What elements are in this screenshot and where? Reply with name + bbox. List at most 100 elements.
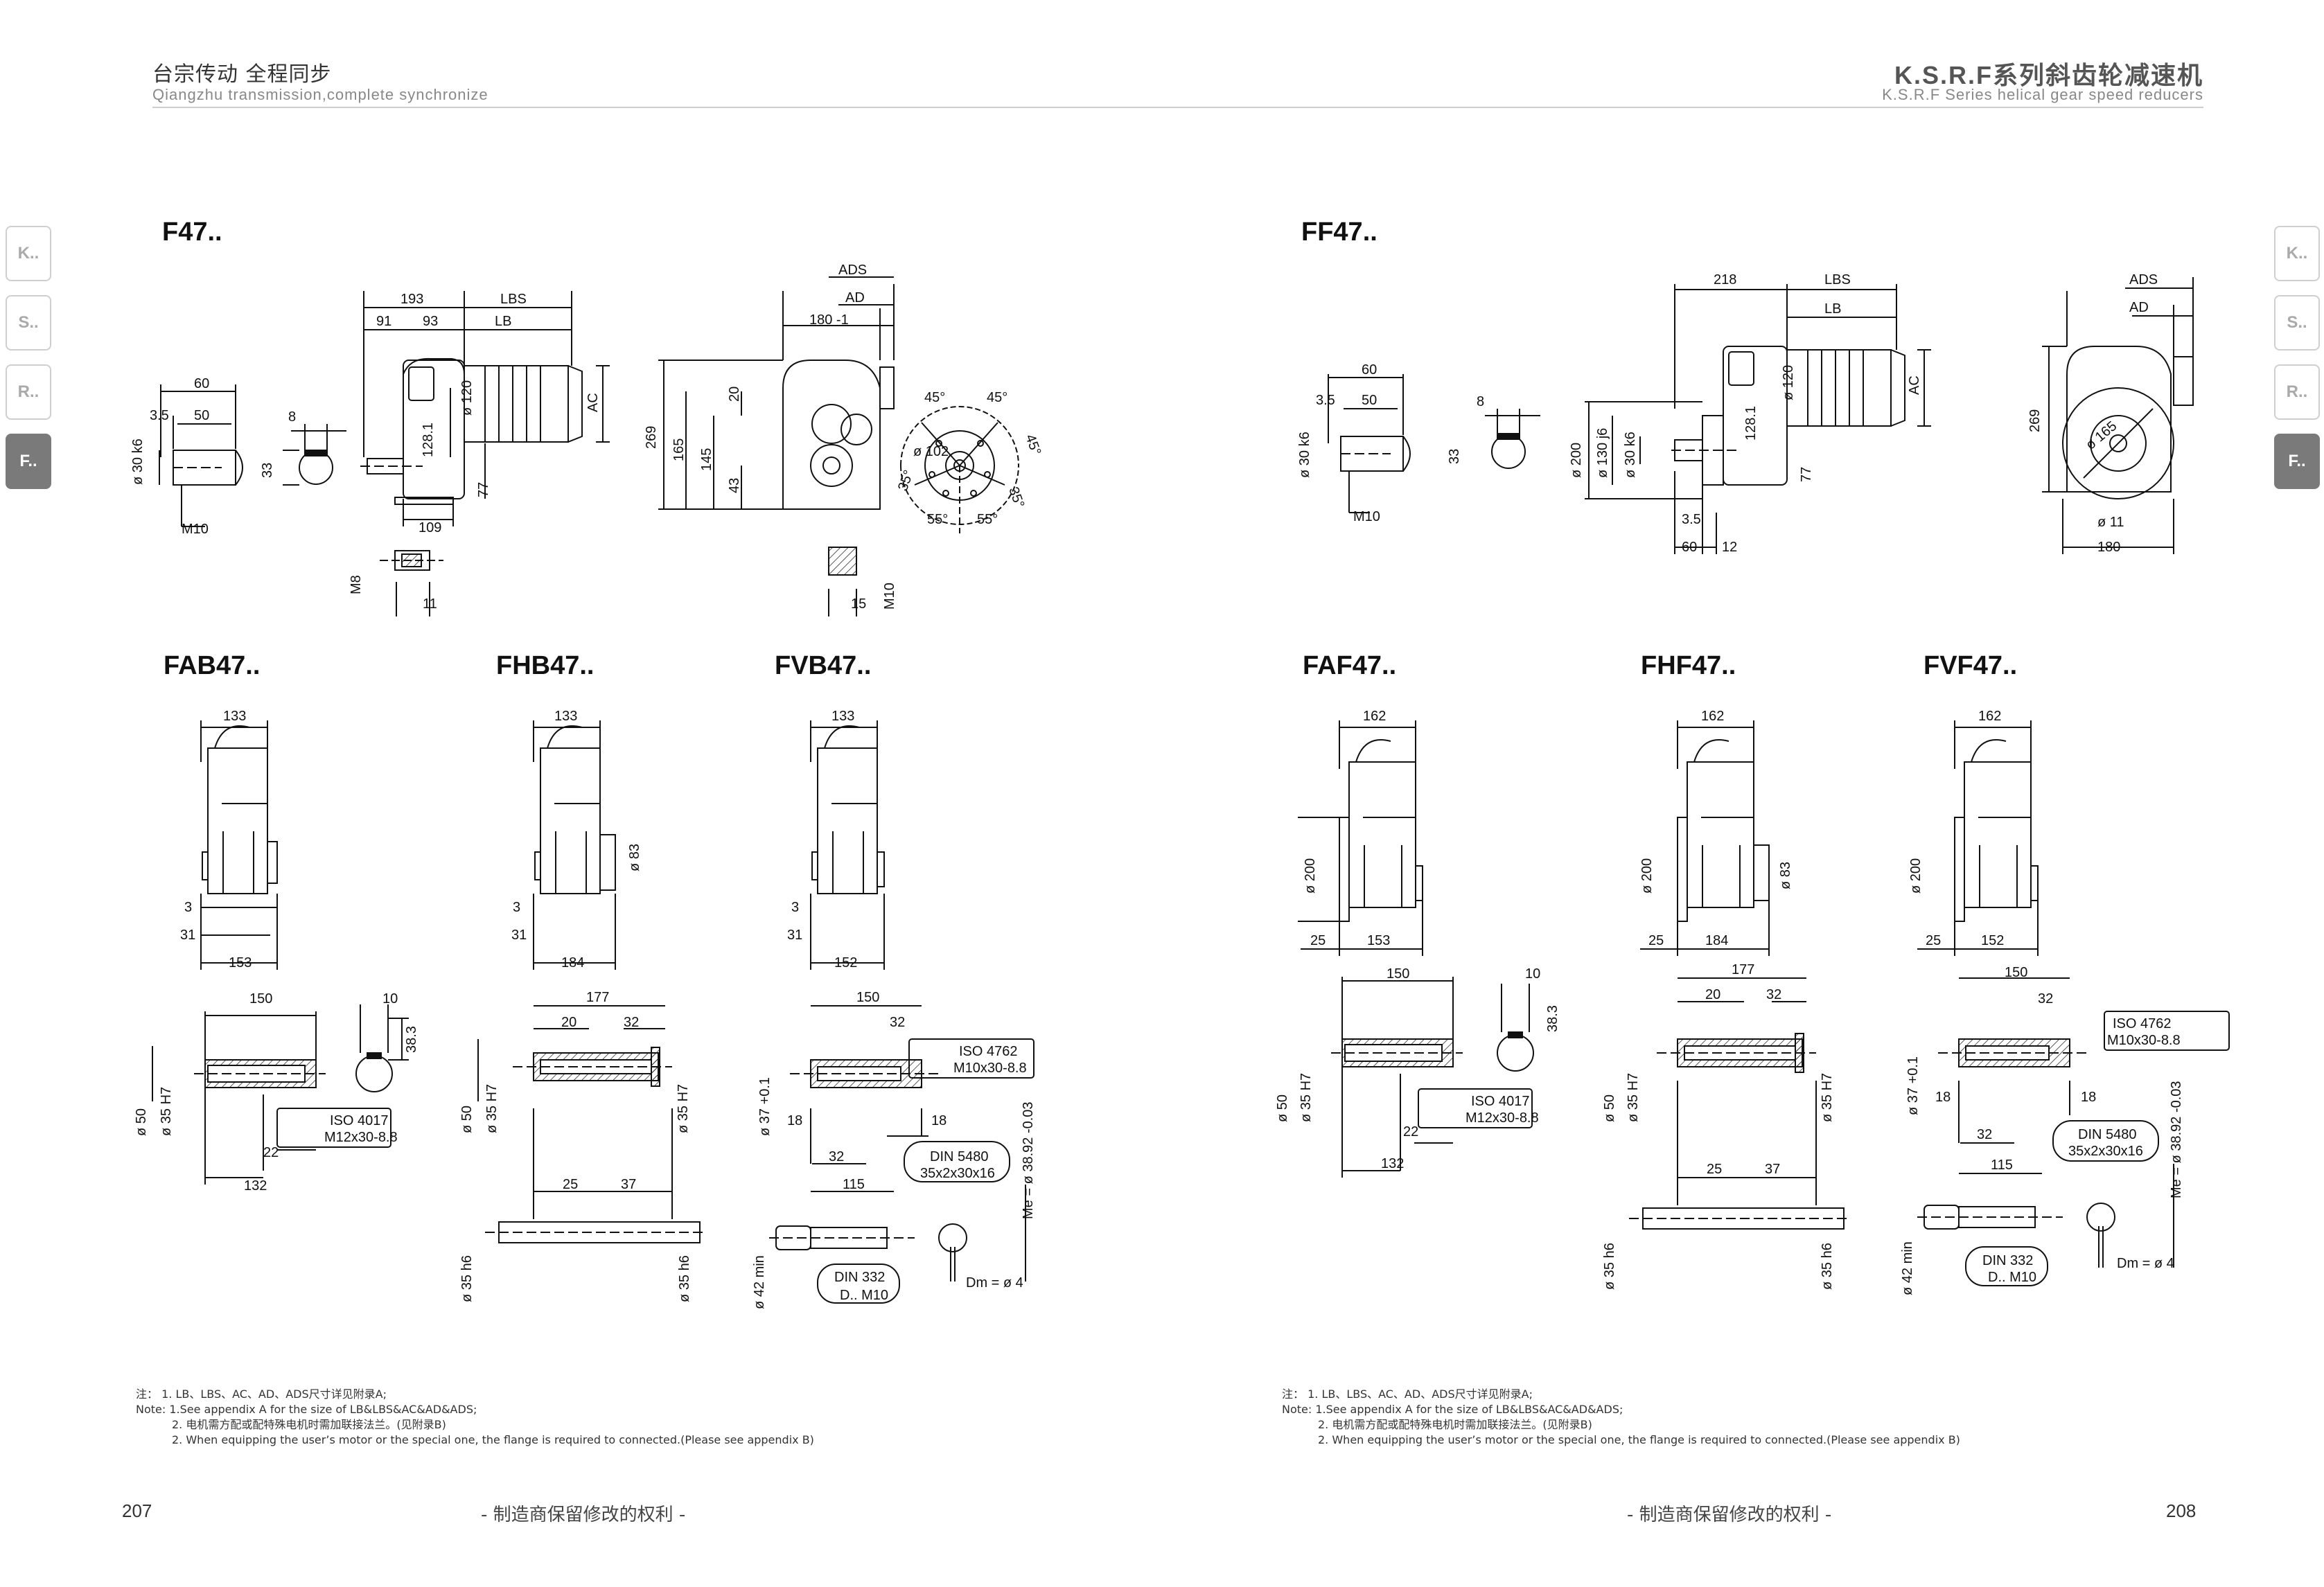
faf47-iso-line1: ISO 4017 <box>1471 1094 1530 1109</box>
fvb47-iso-line2: M10x30-8.8 <box>953 1061 1027 1076</box>
ff47-dim-8: 8 <box>1477 394 1484 409</box>
fhf47-dim-d35: ø 35 H7 <box>1626 1073 1641 1122</box>
fab47-dim-10: 10 <box>382 991 398 1007</box>
ff47-dim-d130: ø 130 j6 <box>1595 428 1610 478</box>
f47-angle-55b: 55° <box>977 512 998 527</box>
fhb47-dim-133: 133 <box>554 709 577 724</box>
fhb47-elevation <box>533 720 616 970</box>
f47-front-view <box>658 276 895 510</box>
faf47-dim-153: 153 <box>1367 933 1390 948</box>
fab47-dim-38-3: 38.3 <box>404 1026 419 1053</box>
f47-dim-77: 77 <box>476 482 491 497</box>
side-tab-s[interactable]: S.. <box>6 295 51 351</box>
fvf47-din-line1: DIN 5480 <box>2078 1127 2137 1142</box>
fhb47-dim-d35-right: ø 35 H7 <box>676 1084 691 1133</box>
note-line-1: 注： 1. LB、LBS、AC、AD、ADS尺寸详见附录A; <box>136 1387 387 1401</box>
model-title-f47: F47.. <box>162 218 222 247</box>
fhf47-dim-d50: ø 50 <box>1602 1094 1617 1122</box>
fvb47-dim-d37: ø 37 +0.1 <box>757 1077 773 1136</box>
ff47-dim-33: 33 <box>1447 449 1462 464</box>
fhb47-dim-37: 37 <box>621 1177 636 1192</box>
f47-dim-d102: ø 102 <box>913 444 949 459</box>
left-page-drawings: 60 50 3.5 ø 30 k6 M10 8 33 193 LBS 91 93… <box>130 263 1044 1309</box>
ff47-dim-lb: LB <box>1824 301 1841 317</box>
ff47-dim-269: 269 <box>2027 409 2043 432</box>
fhb47-dim-3: 3 <box>513 900 520 915</box>
f47-dim-50: 50 <box>194 408 209 423</box>
fhf47-dim-d200: ø 200 <box>1639 858 1655 894</box>
f47-shaft-detail <box>159 384 243 527</box>
fhb47-dim-20: 20 <box>561 1015 576 1030</box>
f47-angle-35a: 35° <box>895 468 917 493</box>
ff47-dim-60-shaft: 60 <box>1362 362 1377 378</box>
fvb47-dim-18b: 18 <box>931 1113 947 1128</box>
side-tab-r[interactable]: R.. <box>6 364 51 420</box>
header-rule <box>152 107 2203 108</box>
f47-angle-45a: 45° <box>924 390 945 405</box>
fhb47-dim-31: 31 <box>511 928 527 943</box>
fvf47-dim-18b: 18 <box>2081 1090 2096 1105</box>
faf47-dim-150: 150 <box>1387 966 1409 982</box>
f47-label-m10b: M10 <box>882 583 897 610</box>
ff47-front-view <box>2042 277 2194 554</box>
fvf47-dim-d42: ø 42 min <box>1900 1241 1915 1295</box>
side-tab-s-right[interactable]: S.. <box>2274 295 2320 351</box>
f47-dim-193: 193 <box>400 292 423 307</box>
note-line-4: 2. When equipping the user’s motor or th… <box>172 1433 814 1446</box>
ff47-dim-12: 12 <box>1722 540 1737 555</box>
fab47-dim-31: 31 <box>180 928 195 943</box>
fvb47-dim-115: 115 <box>843 1177 865 1192</box>
fab47-dim-d35: ø 35 H7 <box>159 1087 174 1136</box>
side-tab-f-right[interactable]: F.. <box>2274 434 2320 489</box>
faf47-dim-25: 25 <box>1310 933 1326 948</box>
faf47-elevation <box>1298 720 1423 956</box>
fvb47-din332-line1: DIN 332 <box>834 1270 885 1285</box>
ff47-dim-218: 218 <box>1714 272 1736 287</box>
model-title-fhb47: FHB47.. <box>496 651 595 680</box>
faf47-hollow-shaft <box>1331 977 1534 1178</box>
notes-left: 注： 1. LB、LBS、AC、AD、ADS尺寸详见附录A; Note: 1.S… <box>136 1387 1106 1448</box>
ff47-dim-50-shaft: 50 <box>1362 393 1377 408</box>
f47-angle-45c: 45° <box>1022 432 1044 457</box>
fvf47-dim-18a: 18 <box>1935 1090 1951 1105</box>
f47-bolt-detail <box>380 550 443 617</box>
fhb47-dim-25: 25 <box>563 1177 578 1192</box>
fhf47-dim-162: 162 <box>1701 709 1724 724</box>
fab47-dim-3: 3 <box>184 900 192 915</box>
side-tab-r-right[interactable]: R.. <box>2274 364 2320 420</box>
ff47-dim-60: 60 <box>1682 540 1697 555</box>
faf47-dim-132: 132 <box>1381 1156 1404 1171</box>
side-tab-k-right[interactable]: K.. <box>2274 226 2320 281</box>
f47-dim-269: 269 <box>644 426 659 449</box>
f47-dim-lb: LB <box>495 314 511 329</box>
f47-dim-33: 33 <box>260 463 275 478</box>
fab47-iso-box-visible <box>276 1108 391 1148</box>
side-tabs-right: K.. S.. R.. F.. <box>2274 226 2320 489</box>
fvb47-dim-152: 152 <box>834 955 857 970</box>
fvb47-dim-me: Me = ø 38.92 -0.03 <box>1021 1101 1036 1219</box>
f47-angle-35b: 35° <box>1005 485 1027 510</box>
ff47-dim-d30: ø 30 k6 <box>1623 432 1638 478</box>
ff47-side-view <box>1585 284 1931 554</box>
ff47-dim-ac: AC <box>1907 375 1922 395</box>
note-line-1-right: 注： 1. LB、LBS、AC、AD、ADS尺寸详见附录A; <box>1282 1387 1533 1401</box>
f47-dim-43: 43 <box>727 478 742 493</box>
faf47-dim-162: 162 <box>1363 709 1386 724</box>
model-title-faf47: FAF47.. <box>1303 651 1397 680</box>
f47-dim-165: 165 <box>671 438 687 461</box>
fvb47-dim-dm: Dm = ø 4 <box>966 1275 1023 1291</box>
fvb47-din-line2: 35x2x30x16 <box>920 1166 995 1181</box>
side-tab-f[interactable]: F.. <box>6 434 51 489</box>
fhb47-dim-d35h6-left: ø 35 h6 <box>459 1255 475 1302</box>
ff47-dim-d120: ø 120 <box>1781 365 1796 400</box>
f47-dim-15: 15 <box>851 596 866 612</box>
fhf47-hollow-shaft <box>1629 977 1851 1230</box>
fvf47-iso-line1: ISO 4762 <box>2113 1016 2172 1031</box>
notes-right: 注： 1. LB、LBS、AC、AD、ADS尺寸详见附录A; Note: 1.S… <box>1282 1387 2252 1448</box>
fhb47-dim-d35h6-right: ø 35 h6 <box>677 1255 692 1302</box>
fvf47-hollow-shaft <box>1917 977 2230 1286</box>
side-tab-k[interactable]: K.. <box>6 226 51 281</box>
faf47-dim-38-3: 38.3 <box>1545 1005 1560 1032</box>
fhb47-hollow-shaft <box>477 1005 707 1243</box>
model-title-ff47: FF47.. <box>1301 218 1377 247</box>
